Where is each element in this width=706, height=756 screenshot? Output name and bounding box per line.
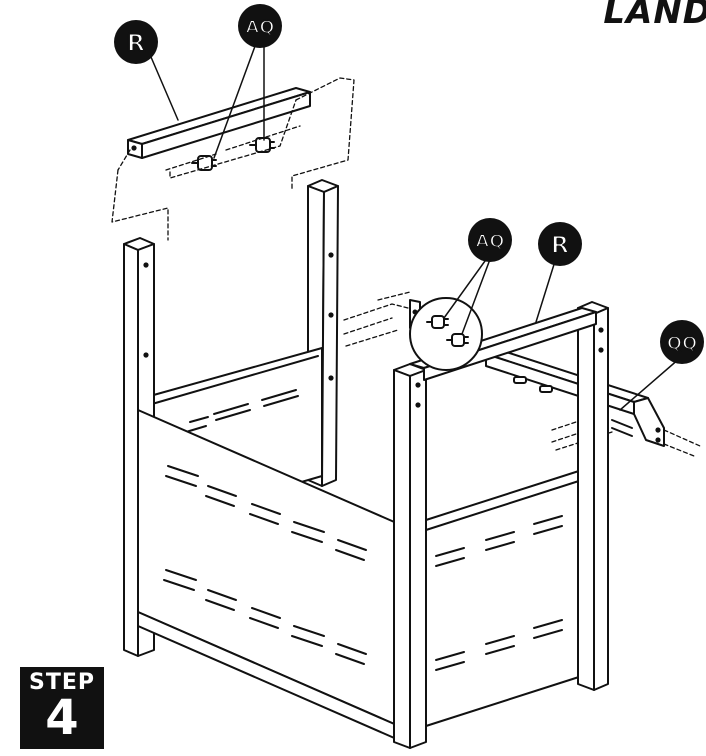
svg-text:R: R: [551, 231, 569, 259]
step-number: 4: [45, 690, 79, 746]
svg-text:QQ: QQ: [667, 333, 698, 354]
brand-logo: LAND: [603, 0, 706, 32]
callout-r-right: R: [538, 222, 582, 266]
step-label: STEP: [28, 670, 95, 695]
back-right-post: [577, 301, 609, 691]
callout-aq-top: AQ: [238, 4, 282, 48]
leader-lines: [147, 37, 681, 411]
right-side-panel: [425, 469, 583, 727]
front-right-post: [393, 363, 427, 749]
bolt-detail-circle: [409, 297, 483, 371]
svg-text:AQ: AQ: [245, 17, 274, 38]
step-badge: STEP 4: [20, 667, 104, 749]
callout-qq: QQ: [660, 320, 704, 364]
top-bolts: [191, 137, 275, 171]
svg-text:AQ: AQ: [475, 231, 504, 252]
top-dashed-guides: [111, 77, 355, 241]
callout-aq-right: AQ: [468, 218, 512, 262]
callout-r-top: R: [114, 20, 158, 64]
right-side-rail: [485, 349, 665, 447]
top-crossbar-r: [127, 87, 311, 159]
svg-text:R: R: [127, 29, 145, 57]
front-panel: [137, 409, 409, 745]
